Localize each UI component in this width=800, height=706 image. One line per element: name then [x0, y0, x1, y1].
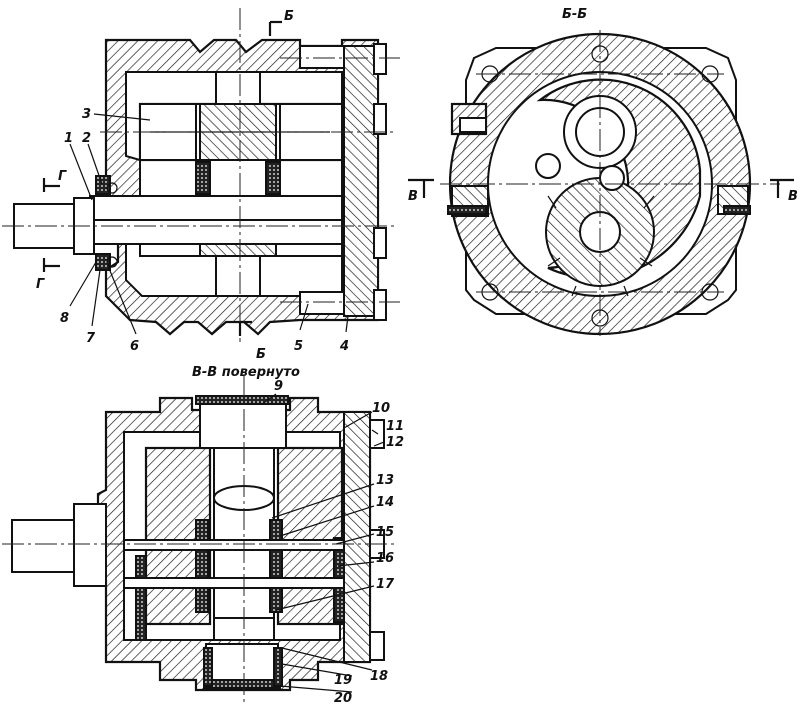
- cut-mark-v-right: В: [788, 189, 798, 204]
- part-label-10: 10: [372, 401, 390, 416]
- part-label-6: 6: [130, 339, 139, 354]
- cut-mark-g-top: Г: [58, 169, 67, 184]
- part-label-14: 14: [376, 495, 394, 510]
- section-title-b-b: Б-Б: [562, 7, 587, 22]
- part-label-15: 15: [376, 525, 394, 540]
- section-b-b-view: [408, 30, 794, 336]
- section-v-v-view: [2, 376, 396, 706]
- part-label-18: 18: [370, 669, 388, 684]
- part-label-7: 7: [86, 331, 96, 346]
- cut-mark-b-top: Б: [284, 9, 294, 24]
- cut-mark-b-bottom: Б: [256, 347, 266, 362]
- part-label-8: 8: [60, 311, 69, 326]
- section-title-v-v: В-В повернуто: [192, 365, 300, 380]
- part-label-16: 16: [376, 551, 394, 566]
- part-label-4: 4: [339, 339, 349, 354]
- part-label-9: 9: [274, 379, 283, 394]
- part-label-3: 3: [82, 107, 91, 122]
- longitudinal-section-view: [2, 8, 400, 342]
- part-label-1: 1: [64, 131, 73, 146]
- part-label-20: 20: [334, 691, 352, 706]
- cut-mark-v-left: В: [408, 189, 418, 204]
- cut-mark-g-bottom: Г: [36, 277, 45, 292]
- part-label-12: 12: [386, 435, 404, 450]
- part-label-17: 17: [376, 577, 395, 592]
- part-label-2: 2: [82, 131, 91, 146]
- part-label-11: 11: [386, 419, 404, 434]
- part-label-5: 5: [294, 339, 303, 354]
- part-label-19: 19: [334, 673, 352, 688]
- part-label-13: 13: [376, 473, 394, 488]
